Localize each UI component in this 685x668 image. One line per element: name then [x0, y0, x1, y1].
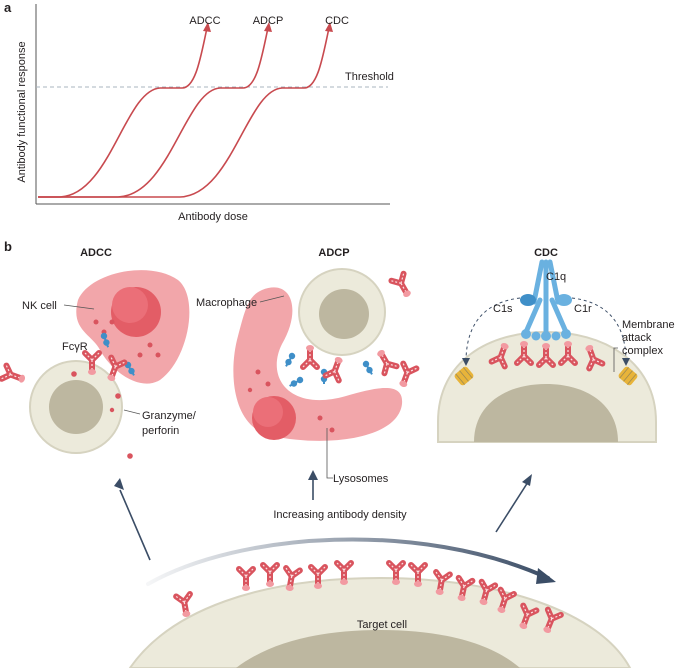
c1q-heads — [521, 329, 571, 341]
nk-cell — [76, 270, 190, 384]
curve-label-adcp: ADCP — [253, 15, 284, 27]
cdc-cascade-arrows — [465, 297, 627, 363]
adcp-fc-receptors — [282, 350, 376, 390]
y-axis-label: Antibody functional response — [16, 41, 28, 182]
mac-label-3: complex — [622, 345, 663, 357]
adcc-target-cell — [29, 360, 123, 454]
threshold-label: Threshold — [345, 71, 394, 83]
response-curves — [38, 27, 330, 198]
membrane-attack-complexes — [454, 366, 638, 386]
c1r-subunit — [556, 294, 572, 306]
panel-a-letter: a — [4, 0, 12, 15]
adcp-title: ADCP — [318, 247, 349, 259]
connector-arrows — [114, 470, 532, 561]
lysosomes-label: Lysosomes — [333, 473, 389, 485]
mac-label-1: Membrane — [622, 319, 675, 331]
fc-receptor-label: FcγR — [62, 341, 88, 353]
macrophage — [233, 287, 403, 441]
curve-adcp — [38, 27, 269, 198]
adcp-target-cell — [298, 268, 386, 356]
c1q-label: C1q — [546, 271, 566, 283]
macrophage-label: Macrophage — [196, 297, 257, 309]
c1-complex — [523, 259, 569, 337]
perforin-label: perforin — [142, 425, 179, 437]
granzyme-label: Granzyme/ — [142, 410, 197, 422]
mac-label-2: attack — [622, 332, 652, 344]
adcc-title: ADCC — [80, 247, 112, 259]
curve-label-cdc: CDC — [325, 15, 349, 27]
panel-a-axes — [35, 4, 390, 205]
c1r-label: C1r — [574, 303, 592, 315]
curve-arrowheads — [203, 22, 333, 32]
nk-cell-label: NK cell — [22, 300, 57, 312]
x-axis-label: Antibody dose — [178, 211, 248, 223]
curve-label-adcc: ADCC — [189, 15, 220, 27]
density-label: Increasing antibody density — [273, 509, 407, 521]
target-cell-label: Target cell — [357, 619, 407, 631]
c1s-label: C1s — [493, 303, 513, 315]
density-gradient-arrow — [146, 537, 550, 586]
granzyme-granules — [71, 371, 133, 459]
curve-cdc — [38, 27, 330, 198]
curve-adcc — [38, 27, 208, 198]
panel-b-letter: b — [4, 239, 12, 254]
c1s-subunit — [520, 294, 536, 306]
cdc-title: CDC — [534, 247, 558, 259]
